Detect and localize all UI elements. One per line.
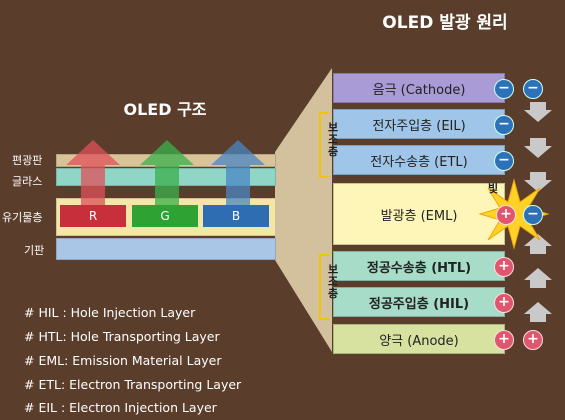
perspective-funnel: [275, 68, 332, 352]
layer-cathode: 음극 (Cathode): [333, 73, 505, 103]
label-polarizer: 편광판: [12, 154, 43, 167]
hole-sign-htl: +: [494, 257, 514, 277]
aux-char: 층: [327, 287, 339, 300]
label-glass: 글라스: [12, 175, 43, 188]
recombine-electron-sign: −: [523, 205, 543, 225]
legend-hil: # HIL : Hole Injection Layer: [24, 305, 196, 320]
hole-sign-hil: +: [494, 293, 514, 313]
recombine-hole-sign: +: [496, 205, 516, 225]
layer-htl: 정공수송층 (HTL): [333, 251, 505, 281]
aux-label-top: 보 조 층: [327, 122, 339, 158]
layer-eil: 전자주입층 (EIL): [333, 109, 505, 139]
layer-hil: 정공주입층 (HIL): [333, 287, 505, 317]
electron-flow-arrows: [524, 102, 552, 192]
layer-eml: 발광층 (EML): [333, 183, 505, 245]
aux-char: 보: [327, 121, 339, 134]
right-title: OLED 발광 원리: [382, 13, 508, 33]
aux-char: 조: [327, 133, 339, 146]
legend-eil: # EIL : Electron Injection Layer: [24, 400, 217, 415]
aux-char: 층: [327, 145, 339, 158]
green-subpixel: G: [132, 205, 198, 227]
electron-sign-cathode: −: [494, 79, 514, 99]
electron-sign-etl: −: [494, 151, 514, 171]
light-label: 빛: [488, 182, 499, 195]
left-title: OLED 구조: [123, 100, 207, 119]
aux-char: 조: [327, 275, 339, 288]
label-substrate: 기판: [24, 244, 45, 257]
aux-char: 보: [327, 263, 339, 276]
light-arrows: [66, 140, 265, 205]
hole-flow-arrows: [524, 234, 552, 322]
hole-sign-anode-outer: +: [523, 330, 543, 350]
label-organic: 유기물층: [2, 211, 43, 224]
layer-etl: 전자수송층 (ETL): [333, 145, 505, 175]
electron-sign-eil: −: [494, 115, 514, 135]
legend-htl: # HTL: Hole Transporting Layer: [24, 329, 220, 344]
substrate-layer: [56, 238, 276, 260]
aux-bracket-top: [319, 112, 329, 178]
aux-bracket-bottom: [319, 254, 329, 320]
layer-anode: 양극 (Anode): [333, 324, 505, 354]
hole-sign-anode: +: [494, 330, 514, 350]
blue-subpixel: B: [203, 205, 269, 227]
aux-label-bottom: 보 조 층: [327, 264, 339, 300]
electron-sign-cathode-outer: −: [523, 79, 543, 99]
legend-eml: # EML: Emission Material Layer: [24, 353, 222, 368]
legend-etl: # ETL: Electron Transporting Layer: [24, 377, 242, 392]
red-subpixel: R: [60, 205, 126, 227]
